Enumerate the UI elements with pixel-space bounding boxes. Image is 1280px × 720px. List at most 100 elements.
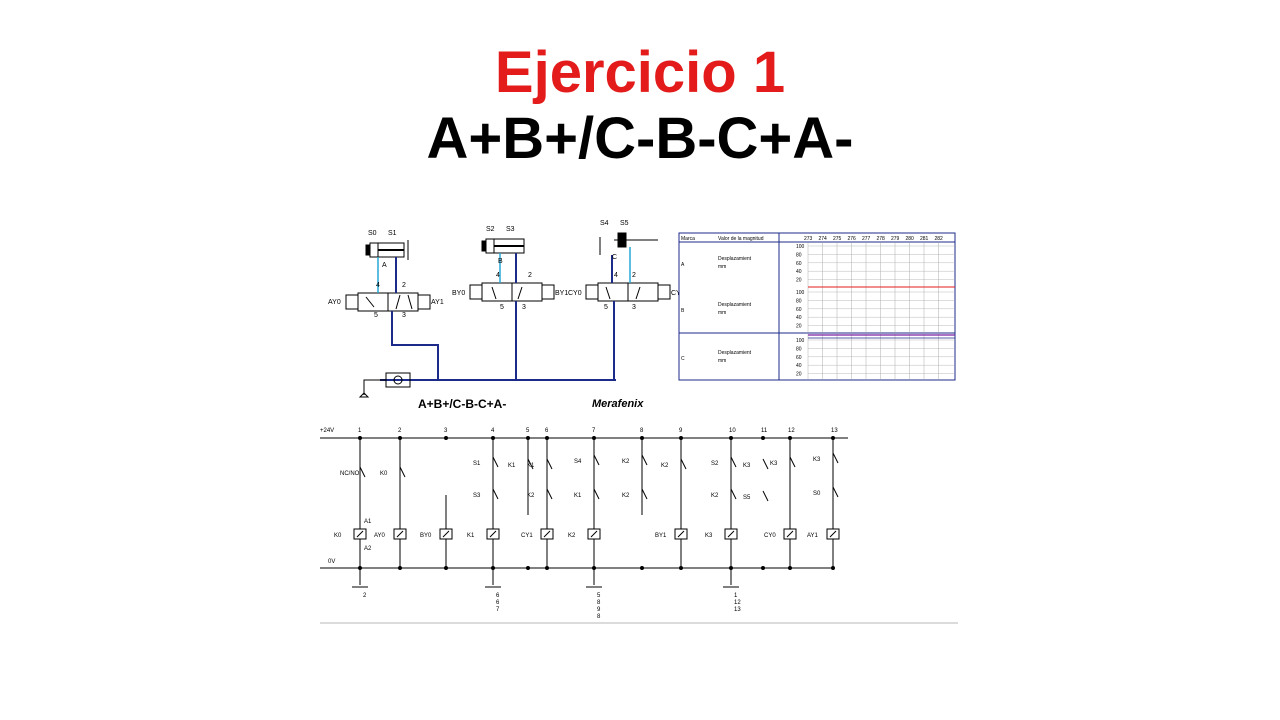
label-b-port3: 3 xyxy=(522,304,526,311)
reference-number: 12 xyxy=(734,600,741,606)
contact-label: S5 xyxy=(743,495,751,501)
ladder-column-11: 11 xyxy=(761,428,768,434)
contact-label: K2 xyxy=(527,493,535,499)
timing-time-277: 277 xyxy=(862,236,871,242)
timing-time-281: 281 xyxy=(920,236,929,242)
timing-time-273: 273 xyxy=(804,236,813,242)
timing-row-label: Desplazamient xyxy=(718,350,752,356)
reference-number: 6 xyxy=(496,600,500,606)
reference-number: 6 xyxy=(496,593,500,599)
label-a-port4: 4 xyxy=(376,282,380,289)
timing-tick: 40 xyxy=(796,269,802,275)
label-a-port5: 5 xyxy=(374,312,378,319)
contact-label: K1 xyxy=(527,463,535,469)
timing-tick: 20 xyxy=(796,324,802,330)
timing-header-marca: Marca xyxy=(681,236,695,242)
ladder-column-12: 12 xyxy=(788,428,795,434)
timing-time-274: 274 xyxy=(819,236,828,242)
contact-label: S0 xyxy=(813,491,821,497)
coil-label-CY1: CY1 xyxy=(521,533,533,539)
contact-label: K3 xyxy=(743,463,751,469)
label-c-port4: 4 xyxy=(614,272,618,279)
cylinder-a xyxy=(345,240,431,312)
timing-diagram: Marca Valor de la magnitud 273 274 275 276 277… xyxy=(678,232,956,381)
cylinder-b xyxy=(469,238,555,302)
label-c-name: C xyxy=(612,254,617,261)
circuit-diagram: S0 S1 A AY0 AY1 4 2 5 3 S2 S3 B BY0 BY1 … xyxy=(320,220,958,624)
coil-label-K3: K3 xyxy=(705,533,713,539)
label-a-port3: 3 xyxy=(402,312,406,319)
pneumatic-labels: S0 S1 A AY0 AY1 4 2 5 3 S2 S3 B BY0 BY1 … xyxy=(328,220,685,319)
ladder-column-5: 5 xyxy=(526,428,530,434)
timing-tick: 100 xyxy=(796,244,805,250)
reference-number: 8 xyxy=(597,614,601,620)
label-a-s1: S1 xyxy=(388,230,397,237)
valve-a-left xyxy=(357,292,389,312)
timing-rows: ADesplazamientmm10080604020BDesplazamien… xyxy=(681,244,805,378)
contact-label: K3 xyxy=(770,461,778,467)
timing-row-B: B xyxy=(681,308,685,314)
label-c-coil1: CY1 xyxy=(671,290,685,297)
contact-label: K2 xyxy=(622,493,630,499)
coil-label-K1: K1 xyxy=(467,533,475,539)
terminal-a1: A1 xyxy=(364,519,372,525)
contact-label: K1 xyxy=(574,493,582,499)
timing-header-valor: Valor de la magnitud xyxy=(718,236,764,242)
label-a-port2: 2 xyxy=(402,282,406,289)
slide-title: Ejercicio 1 xyxy=(494,40,786,105)
label-b-port4: 4 xyxy=(496,272,500,279)
label-a-coil0: AY0 xyxy=(328,299,341,306)
label-c-s4: S4 xyxy=(600,220,609,227)
timing-row-unit: mm xyxy=(718,358,726,364)
contact-label: K3 xyxy=(813,457,821,463)
label-b-port2: 2 xyxy=(528,272,532,279)
contact-label: K2 xyxy=(661,463,669,469)
timing-tick: 60 xyxy=(796,307,802,313)
ladder-column-8: 8 xyxy=(640,428,644,434)
supply-label: +24V xyxy=(320,428,334,434)
reference-number: 7 xyxy=(496,607,500,613)
terminal-a2: A2 xyxy=(364,546,372,552)
ladder-column-2: 2 xyxy=(398,428,402,434)
reference-number: 8 xyxy=(597,600,601,606)
ladder-column-7: 7 xyxy=(592,428,596,434)
label-c-coil0: CY0 xyxy=(568,290,582,297)
timing-row-label: Desplazamient xyxy=(718,302,752,308)
timing-time-278: 278 xyxy=(877,236,886,242)
timing-tick: 20 xyxy=(796,278,802,284)
timing-row-label: Desplazamient xyxy=(718,256,752,262)
coil-label-AY0: AY0 xyxy=(374,533,386,539)
ladder-diagram xyxy=(320,436,848,588)
contact-label: S1 xyxy=(473,461,481,467)
sequence-heading: A+B+/C-B-C+A- xyxy=(426,106,854,171)
timing-time-276: 276 xyxy=(848,236,857,242)
timing-grid xyxy=(807,242,955,380)
timing-tick: 20 xyxy=(796,372,802,378)
reference-number: 1 xyxy=(734,593,738,599)
ladder-column-6: 6 xyxy=(545,428,549,434)
timing-tick: 80 xyxy=(796,346,802,352)
contact-label: S4 xyxy=(574,459,582,465)
label-c-port3: 3 xyxy=(632,304,636,311)
ladder-column-3: 3 xyxy=(444,428,448,434)
coil-label-K2: K2 xyxy=(568,533,576,539)
contact-label: S2 xyxy=(711,461,719,467)
timing-time-279: 279 xyxy=(891,236,900,242)
label-a-s0: S0 xyxy=(368,230,377,237)
label-a-name: A xyxy=(382,262,387,269)
ladder-column-9: 9 xyxy=(679,428,683,434)
label-b-coil0: BY0 xyxy=(452,290,465,297)
timing-time-275: 275 xyxy=(833,236,842,242)
timing-row-A: A xyxy=(681,262,685,268)
pneumatic-sequence-label: A+B+/C-B-C+A- xyxy=(418,397,506,411)
ladder-column-10: 10 xyxy=(729,428,736,434)
timing-tick: 80 xyxy=(796,298,802,304)
label-c-port2: 2 xyxy=(632,272,636,279)
coil-label-BY0: BY0 xyxy=(420,533,432,539)
coil-label-CY0: CY0 xyxy=(764,533,776,539)
coil-label-BY1: BY1 xyxy=(655,533,667,539)
ladder-column-4: 4 xyxy=(491,428,495,434)
contact-label: K0 xyxy=(380,471,388,477)
reference-number: 9 xyxy=(597,607,601,613)
